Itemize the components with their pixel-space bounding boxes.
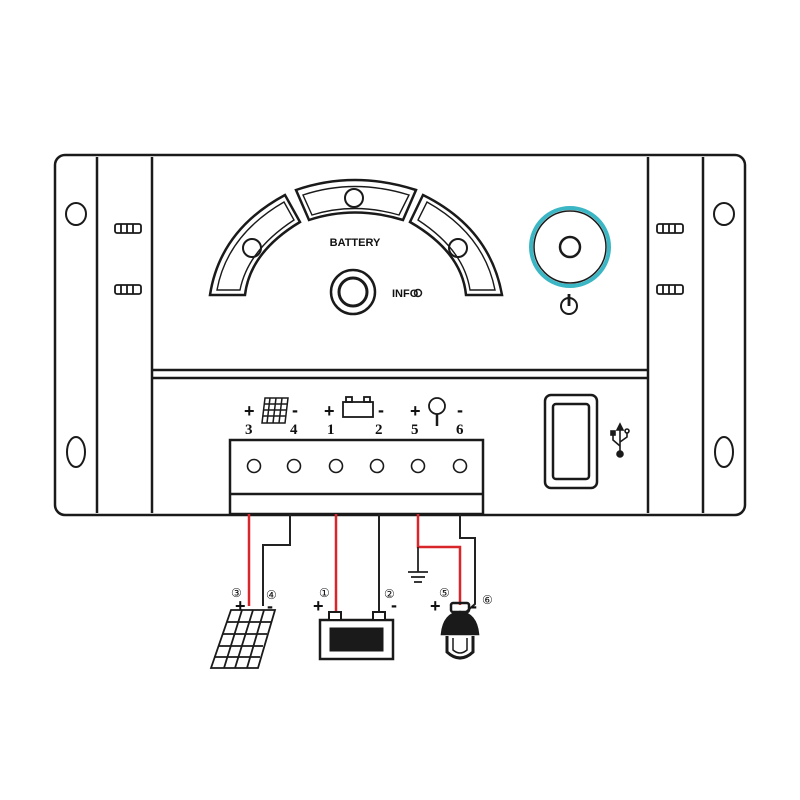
info-led (413, 288, 423, 298)
svg-text:-: - (378, 400, 384, 420)
battery-icon (342, 396, 374, 418)
mounting-hole-bottom-left (66, 436, 86, 468)
battery-led-middle (344, 188, 364, 208)
lamp-plus-number: ⑤ (439, 586, 450, 600)
lamp-negative-wire (459, 514, 476, 613)
battery-minus-number: ② (384, 587, 395, 601)
solar-minus-sign: - (267, 596, 273, 616)
svg-text:+: + (324, 401, 335, 421)
power-button[interactable] (529, 206, 611, 288)
terminal-label-lamp: + - 5 6 (410, 397, 464, 438)
external-battery (318, 611, 395, 661)
svg-text:3: 3 (245, 422, 253, 438)
terminal-screw-6 (452, 458, 468, 474)
terminal-block (228, 438, 485, 516)
ground-icon (408, 547, 428, 583)
usb-port[interactable] (543, 393, 599, 490)
svg-text:5: 5 (411, 422, 419, 438)
battery-label: BATTERY (330, 237, 381, 249)
solar-plus-sign: + (235, 596, 246, 616)
external-lamp (440, 601, 480, 660)
terminal-screw-5 (410, 458, 426, 474)
battery-indicator-arc (208, 178, 504, 297)
solar-plus-number: ③ (231, 586, 242, 600)
solar-minus-number: ④ (266, 588, 277, 602)
battery-segment-middle (294, 178, 418, 222)
terminal-screw-1 (328, 458, 344, 474)
svg-text:2: 2 (375, 422, 383, 438)
power-icon (560, 294, 578, 315)
solar-negative-wire (262, 514, 291, 606)
battery-segment-right (408, 193, 504, 297)
mounting-hole-top-left (65, 202, 87, 226)
mounting-holes (65, 202, 735, 468)
mounting-hole-top-right (713, 202, 735, 226)
battery-led-right (448, 238, 468, 258)
usb-icon (610, 422, 630, 458)
mounting-hole-bottom-right (714, 436, 734, 468)
lamp-positive-wire (416, 514, 462, 605)
terminal-screw-3 (246, 458, 262, 474)
svg-text:4: 4 (290, 422, 298, 438)
svg-text:-: - (457, 400, 463, 420)
svg-text:6: 6 (456, 422, 464, 438)
vent-slots (114, 223, 684, 295)
terminal-screws[interactable] (246, 458, 468, 474)
svg-text:+: + (410, 401, 421, 421)
controller-housing (53, 153, 747, 517)
terminal-screw-4 (286, 458, 302, 474)
info-button[interactable] (329, 268, 377, 316)
lamp-plus-sign: + (430, 596, 441, 616)
svg-text:1: 1 (327, 422, 335, 438)
solar-panel-icon (261, 397, 289, 424)
battery-plus-sign: + (313, 596, 324, 616)
battery-segment-left (208, 193, 302, 297)
battery-led-left (242, 238, 262, 258)
lamp-minus-number: ⑥ (482, 593, 493, 607)
external-solar-panel (209, 609, 277, 669)
lamp-minus-sign: - (471, 596, 477, 616)
battery-minus-sign: - (391, 595, 397, 615)
svg-text:-: - (292, 400, 298, 420)
info-label: INFO (392, 288, 419, 300)
terminal-screw-2 (369, 458, 385, 474)
svg-text:+: + (244, 401, 255, 421)
lamp-icon (428, 397, 446, 426)
terminal-label-solar: + - 3 4 (244, 397, 298, 438)
terminal-label-battery: + - 1 2 (324, 396, 384, 438)
battery-plus-number: ① (319, 586, 330, 600)
